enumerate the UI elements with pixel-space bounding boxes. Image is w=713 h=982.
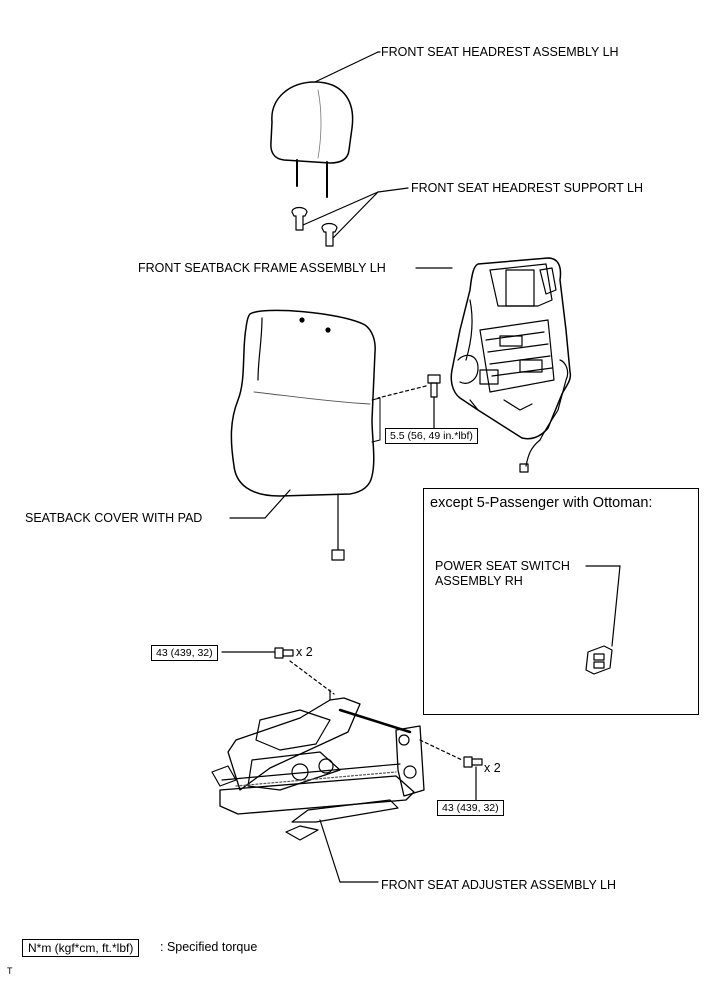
power-seat-switch-label-line2: ASSEMBLY RH <box>435 574 523 588</box>
legend-unit-box: N*m (kgf*cm, ft.*lbf) <box>22 939 140 957</box>
headrest-drawing <box>270 51 381 198</box>
seat-adjuster-drawing <box>211 660 463 883</box>
torque-adjuster-right: 43 (439, 32) <box>437 800 504 816</box>
headrest-support-drawing <box>291 187 409 247</box>
legend-description: : Specified torque <box>160 940 258 954</box>
headrest-support-label: FRONT SEAT HEADREST SUPPORT LH <box>411 181 644 195</box>
seatback-frame-label: FRONT SEATBACK FRAME ASSEMBLY LH <box>138 261 386 275</box>
adjuster-label: FRONT SEAT ADJUSTER ASSEMBLY LH <box>381 878 617 892</box>
corner-mark: T <box>7 966 13 976</box>
inset-frame <box>423 488 699 715</box>
quantity-top: x 2 <box>296 645 313 659</box>
seatback-cover-drawing <box>229 309 381 561</box>
power-seat-switch-drawing <box>585 565 621 675</box>
power-seat-switch-label-line1: POWER SEAT SWITCH <box>435 559 570 573</box>
seatback-cover-label: SEATBACK COVER WITH PAD <box>25 511 203 525</box>
quantity-right: x 2 <box>484 761 501 775</box>
inset-title: except 5-Passenger with Ottoman: <box>430 495 653 511</box>
torque-seatback-bolt: 5.5 (56, 49 in.*lbf) <box>385 428 478 444</box>
adjuster-bolts-drawing <box>221 647 483 801</box>
seatback-frame-drawing <box>415 257 572 473</box>
seatback-bolt-drawing <box>377 374 441 429</box>
torque-adjuster-top: 43 (439, 32) <box>151 645 218 661</box>
headrest-label: FRONT SEAT HEADREST ASSEMBLY LH <box>381 45 619 59</box>
